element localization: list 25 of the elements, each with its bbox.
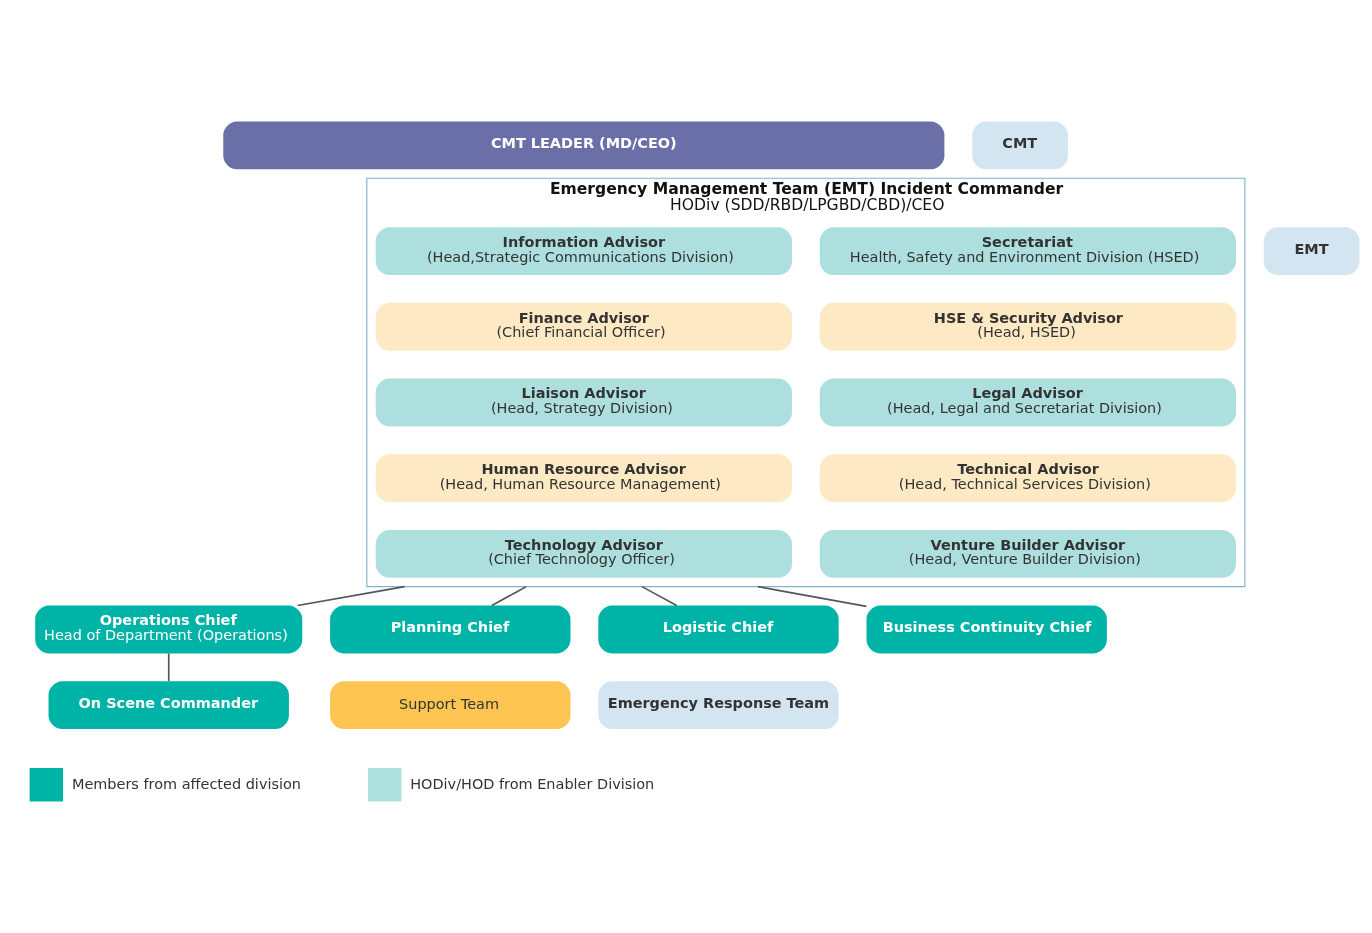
node-box: Logistic Chief xyxy=(597,605,839,653)
node-box: Legal Advisor (Head, Legal and Secretariat Division) xyxy=(819,378,1236,426)
node-box: Operations Chief Head of Department (Operations) xyxy=(34,605,302,653)
node-box: Human Resource Advisor (Head, Human Resource Management) xyxy=(375,453,792,502)
connector xyxy=(756,585,867,607)
legend-label: Members from affected division xyxy=(71,775,301,792)
node-box: Emergency Response Team xyxy=(597,680,839,729)
node-box: HSE & Security Advisor (Head, HSED) xyxy=(819,302,1236,351)
connector xyxy=(167,652,170,682)
node-box: CMT xyxy=(971,120,1068,169)
node-box: CMT LEADER (MD/CEO) xyxy=(222,120,944,169)
node-box: Secretariat Health, Safety and Environment Division (HSED) xyxy=(819,226,1236,275)
node-box: Business Continuity Chief xyxy=(866,605,1107,653)
node-box: Support Team xyxy=(329,680,570,729)
connector xyxy=(296,585,405,606)
legend-label: HODiv/HOD from Enabler Division xyxy=(409,775,654,792)
node-box: Liaison Advisor (Head, Strategy Division) xyxy=(375,378,792,426)
node-box: On Scene Commander xyxy=(48,680,289,729)
node-box: EMT xyxy=(1263,226,1359,275)
node-box: Planning Chief xyxy=(329,605,570,653)
node-box: Information Advisor (Head,Strategic Communications Division) xyxy=(375,226,792,275)
node-box: Finance Advisor (Chief Financial Officer) xyxy=(375,302,792,351)
node-box: Technical Advisor (Head, Technical Services Division) xyxy=(819,453,1236,502)
node-box: Venture Builder Advisor (Head, Venture Builder Division) xyxy=(819,529,1236,578)
node-box: Technology Advisor (Chief Technology Officer) xyxy=(375,529,792,578)
